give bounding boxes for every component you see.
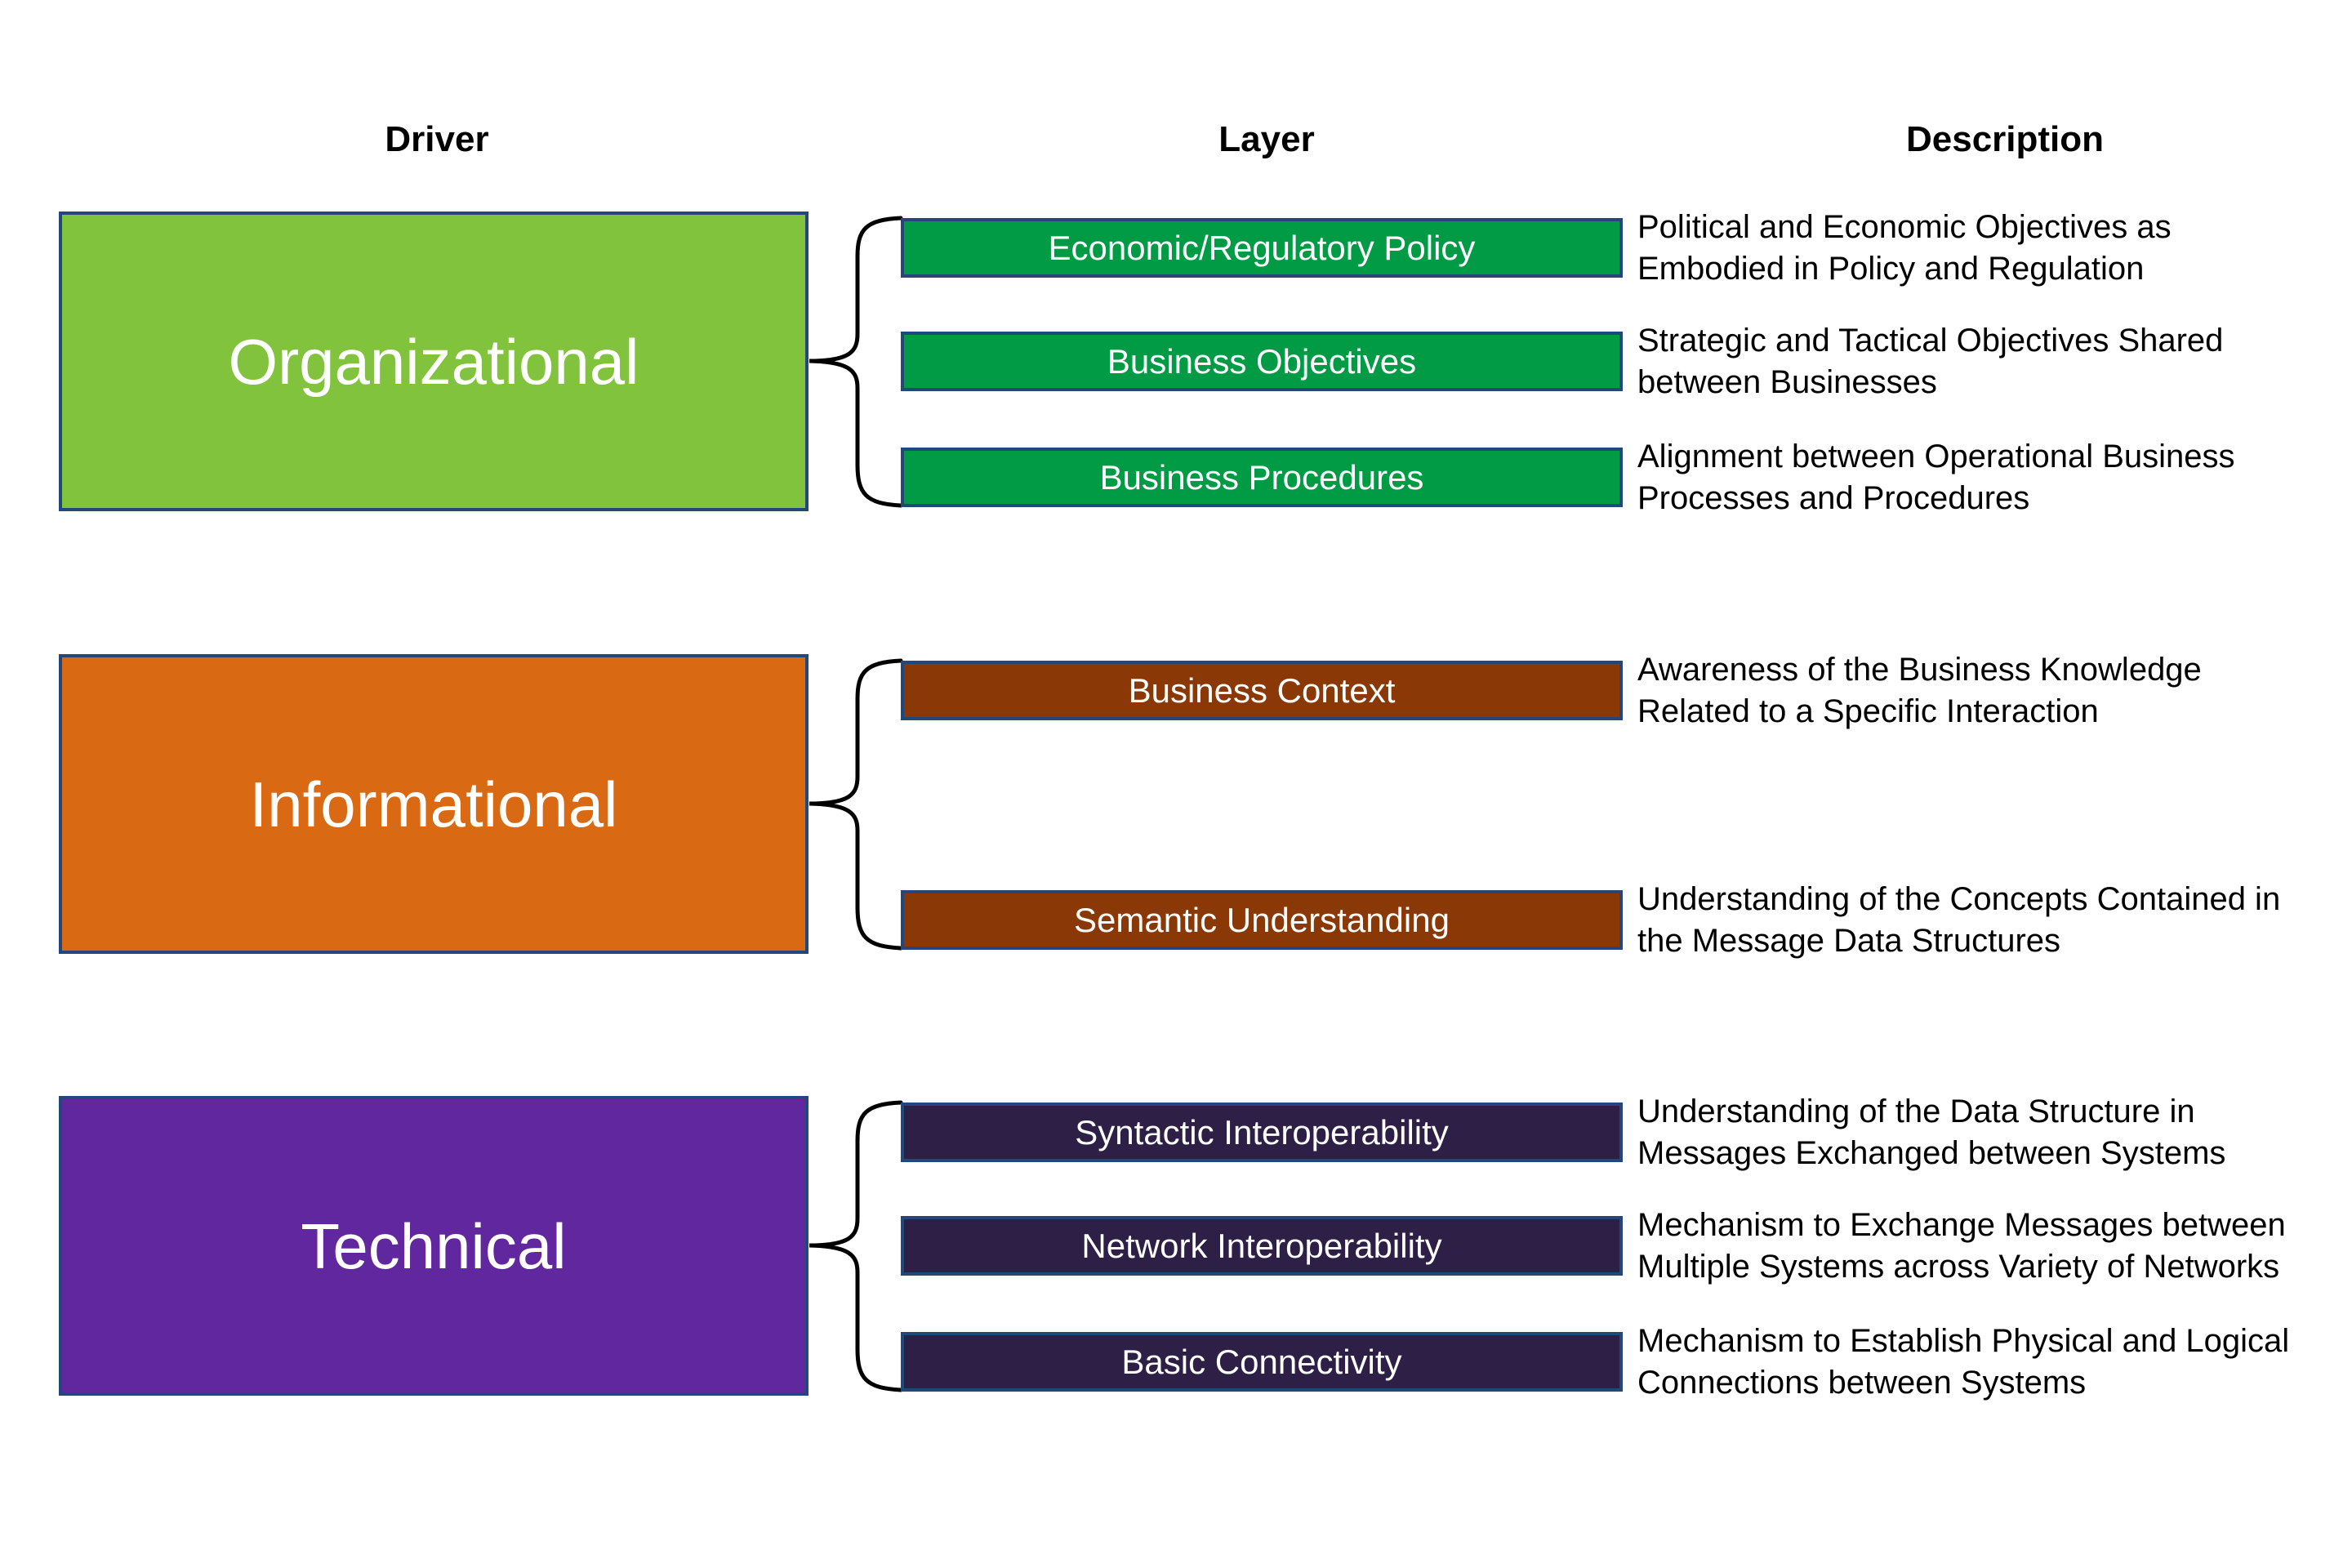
- layer-label: Economic/Regulatory Policy: [1048, 228, 1476, 267]
- layer-label: Semantic Understanding: [1074, 900, 1450, 939]
- layer-label: Business Objectives: [1107, 341, 1417, 381]
- group-informational: Informational Business Context Awareness…: [0, 652, 2352, 960]
- layer-box-business-objectives: Business Objectives: [901, 332, 1623, 391]
- layer-label: Network Interoperability: [1081, 1226, 1442, 1265]
- layer-label: Business Procedures: [1099, 457, 1424, 497]
- driver-box-organizational: Organizational: [59, 212, 808, 511]
- layer-box-business-context: Business Context: [901, 661, 1623, 720]
- layer-box-basic-connectivity: Basic Connectivity: [901, 1332, 1623, 1392]
- group-technical: Technical Syntactic Interoperability Und…: [0, 1094, 2352, 1402]
- driver-label: Organizational: [228, 325, 639, 398]
- column-header-description: Description: [1905, 119, 2105, 159]
- brace-connector-icon: [808, 1100, 903, 1392]
- layer-box-economic-regulatory-policy: Economic/Regulatory Policy: [901, 218, 1623, 278]
- driver-label: Informational: [249, 768, 618, 840]
- layer-description: Strategic and Tactical Objectives Shared…: [1637, 322, 2224, 400]
- column-header-driver: Driver: [385, 119, 489, 159]
- layer-description: Understanding of the Data Structure in M…: [1637, 1093, 2226, 1171]
- driver-box-technical: Technical: [59, 1096, 808, 1396]
- column-header-layer: Layer: [1218, 119, 1315, 159]
- layer-description: Understanding of the Concepts Contained …: [1637, 880, 2281, 959]
- group-organizational: Organizational Economic/Regulatory Polic…: [0, 209, 2352, 518]
- layer-box-semantic-understanding: Semantic Understanding: [901, 890, 1623, 950]
- layer-label: Business Context: [1128, 670, 1396, 710]
- layer-description: Mechanism to Exchange Messages between M…: [1637, 1206, 2286, 1285]
- layer-description: Political and Economic Objectives as Emb…: [1637, 208, 2172, 287]
- brace-connector-icon: [808, 658, 903, 951]
- layer-box-syntactic-interoperability: Syntactic Interoperability: [901, 1102, 1623, 1162]
- layer-box-business-procedures: Business Procedures: [901, 448, 1623, 507]
- layer-box-network-interoperability: Network Interoperability: [901, 1216, 1623, 1276]
- layer-description: Mechanism to Establish Physical and Logi…: [1637, 1322, 2290, 1401]
- layer-description: Awareness of the Business Knowledge Rela…: [1637, 651, 2202, 729]
- layer-description: Alignment between Operational Business P…: [1637, 438, 2235, 516]
- layer-label: Syntactic Interoperability: [1075, 1112, 1449, 1152]
- brace-connector-icon: [808, 216, 903, 508]
- driver-label: Technical: [301, 1209, 567, 1282]
- layer-label: Basic Connectivity: [1121, 1342, 1402, 1381]
- driver-box-informational: Informational: [59, 654, 808, 954]
